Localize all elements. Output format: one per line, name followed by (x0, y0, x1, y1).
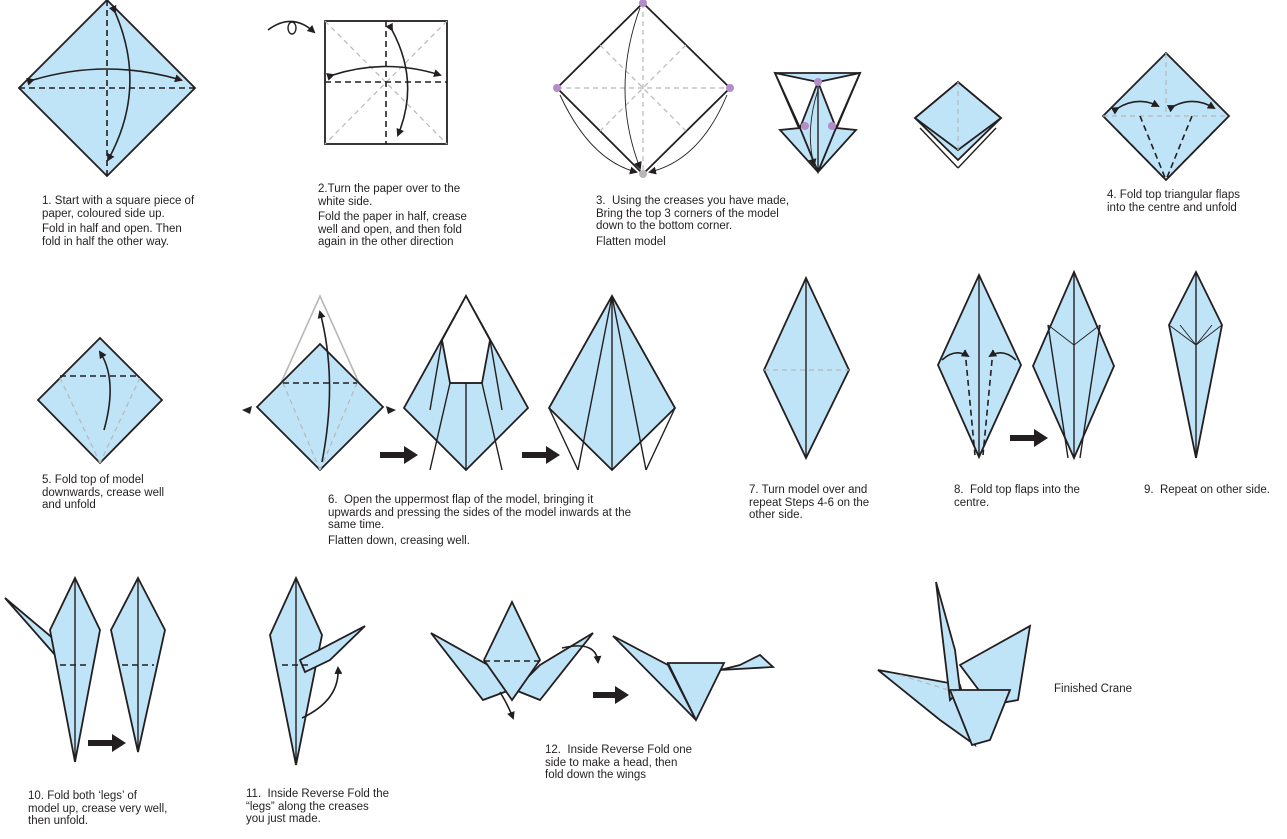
step-4-figure (1101, 51, 1231, 182)
step-7-caption: 7. Turn model over and repeat Steps 4-6 … (749, 484, 870, 521)
finished-crane-label: Finished Crane (1054, 683, 1132, 695)
step-8-figure (937, 269, 1115, 461)
step-5-caption: 5. Fold top of model downwards, crease w… (42, 474, 165, 511)
step-3-figure (553, 0, 1003, 178)
step-5-figure (36, 336, 164, 465)
turn-over-icon (267, 20, 316, 34)
step-12-figure (430, 599, 776, 723)
step-6-figure (242, 294, 677, 472)
step-7-figure (763, 275, 850, 461)
step-3-caption: 3. Using the creases you have made, Brin… (596, 195, 790, 248)
step-10-figure (4, 575, 166, 763)
step-8-caption: 8. Fold top flaps into the centre. (954, 484, 1080, 509)
step-2-figure (267, 20, 448, 145)
step-1-figure (17, 0, 197, 178)
step-12-caption: 12. Inside Reverse Fold one side to make… (545, 744, 693, 781)
step-1-caption: 1. Start with a square piece of paper, c… (42, 195, 195, 248)
step-9-caption: 9. Repeat on other side. (1144, 484, 1270, 496)
step-9-figure (1168, 269, 1223, 459)
step-10-caption: 10. Fold both ‘legs’ of model up, crease… (28, 790, 168, 827)
step-11-caption: 11. Inside Reverse Fold the “legs” along… (246, 788, 389, 825)
finished-crane-figure (877, 581, 1032, 748)
step-6-caption: 6. Open the uppermost flap of the model,… (328, 494, 632, 547)
step-11-figure (269, 575, 366, 766)
next-arrow-icon (380, 452, 404, 458)
step-4-caption: 4. Fold top triangular flaps into the ce… (1107, 189, 1240, 214)
step-2-caption: 2.Turn the paper over to the white side.… (318, 183, 467, 248)
